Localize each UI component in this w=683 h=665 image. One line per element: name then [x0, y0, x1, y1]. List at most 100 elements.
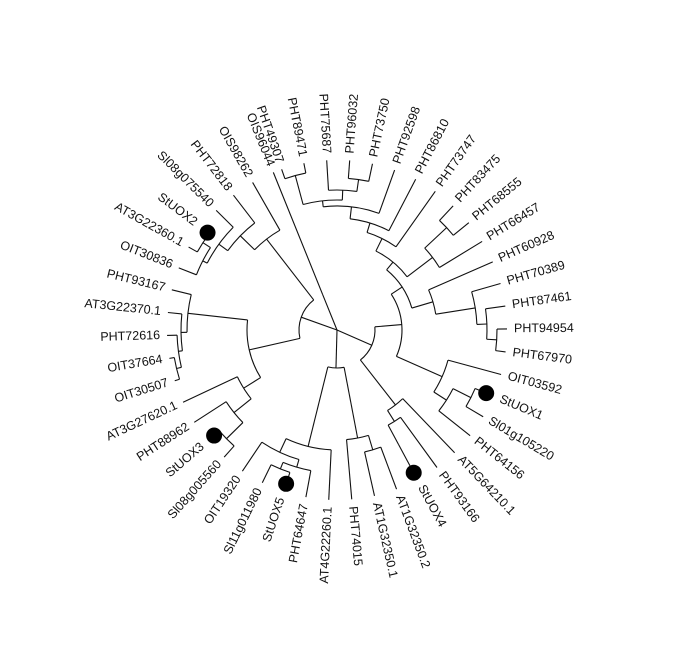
branch-line — [169, 356, 175, 359]
branch-line — [411, 301, 434, 309]
leaf-label: OIT30507 — [113, 375, 170, 405]
branch-line — [307, 366, 329, 447]
highlight-dot-marker — [206, 427, 223, 444]
clade-arc — [387, 416, 401, 426]
branch-line — [356, 179, 360, 192]
branch-line — [171, 289, 192, 296]
branch-line — [301, 316, 338, 331]
leaf-label: PHT67970 — [512, 345, 573, 367]
branch-line — [178, 267, 197, 276]
clade-arc — [387, 398, 404, 411]
branch-line — [387, 424, 400, 445]
clade-arc — [375, 250, 408, 278]
leaf-label: PHT73750 — [366, 97, 392, 158]
clade-arc — [390, 293, 403, 357]
branch-line — [303, 163, 307, 174]
branch-line — [452, 388, 472, 399]
branch-line — [202, 242, 211, 249]
leaf-label: OIT37664 — [106, 352, 163, 375]
branch-line — [366, 222, 371, 233]
clade-arc — [350, 218, 390, 232]
branch-line — [438, 410, 471, 437]
highlight-dot-marker — [405, 464, 422, 481]
branch-line — [176, 366, 182, 370]
branch-line — [485, 305, 506, 310]
branch-line — [387, 410, 395, 422]
branch-line — [447, 359, 502, 376]
highlight-dot-marker — [199, 224, 216, 241]
branch-line — [243, 377, 261, 389]
branch-line — [249, 337, 301, 351]
branch-line — [239, 235, 255, 251]
branch-line — [182, 376, 238, 403]
branch-line — [390, 286, 403, 295]
branch-line — [233, 398, 252, 413]
leaf-markers — [199, 224, 495, 492]
leaf-label: PHT72616 — [100, 328, 160, 344]
clade-arc — [424, 247, 440, 268]
branch-line — [261, 464, 272, 483]
clade-arc — [465, 388, 476, 407]
branch-line — [374, 324, 402, 328]
clade-arc — [270, 464, 291, 473]
branch-line — [378, 169, 396, 214]
branch-line — [296, 459, 300, 468]
branch-line — [187, 312, 248, 321]
leaf-label: AT4G22260.1 — [317, 506, 335, 584]
leaf-label: PHT75687 — [316, 93, 334, 154]
branch-line — [395, 190, 436, 248]
branch-line — [486, 338, 497, 341]
branch-line — [305, 470, 312, 498]
branch-line — [402, 398, 456, 454]
branch-line — [388, 179, 417, 231]
leaf-label: AT1G32350.1 — [370, 501, 401, 579]
branch-line — [439, 205, 454, 221]
branch-line — [396, 355, 443, 378]
branch-line — [335, 329, 338, 369]
leaf-label: PHT93167 — [105, 267, 166, 295]
branch-line — [367, 435, 374, 450]
clade-arc — [227, 222, 256, 251]
branch-line — [174, 378, 180, 382]
branch-line — [272, 172, 324, 295]
leaf-label: OIT30836 — [118, 238, 175, 271]
branch-line — [321, 200, 324, 207]
branch-line — [233, 194, 256, 224]
leaf-label: StUOX4 — [415, 482, 449, 529]
clade-arc — [328, 189, 357, 192]
branch-line — [241, 441, 263, 472]
branch-line — [368, 163, 374, 182]
branch-line — [215, 209, 234, 228]
branch-line — [406, 256, 433, 278]
branch-line — [349, 206, 353, 219]
branch-line — [226, 422, 244, 440]
branch-line — [439, 240, 483, 268]
clade-arc — [360, 326, 376, 361]
leaf-label: StUOX5 — [260, 496, 288, 544]
branch-line — [347, 160, 351, 179]
branch-line — [465, 406, 484, 418]
clade-arc — [261, 441, 300, 461]
branch-line — [346, 439, 353, 500]
leaf-label: PHT94954 — [514, 321, 574, 335]
branch-line — [328, 449, 332, 500]
branch-line — [167, 311, 182, 315]
branch-line — [343, 367, 359, 439]
branch-line — [386, 261, 394, 271]
tree-branches — [167, 160, 508, 500]
clade-arc — [433, 359, 449, 393]
branch-line — [188, 246, 198, 253]
leaf-label: StUOX1 — [498, 392, 546, 423]
branch-line — [364, 451, 376, 496]
branch-line — [435, 307, 476, 315]
clade-arc — [298, 299, 315, 339]
clade-arc — [386, 269, 413, 309]
branch-line — [336, 329, 373, 346]
branch-line — [424, 227, 448, 249]
branch-line — [452, 222, 470, 236]
leaf-label: PHT74015 — [346, 506, 365, 567]
clade-arc — [323, 205, 380, 214]
clade-arc — [206, 226, 234, 264]
